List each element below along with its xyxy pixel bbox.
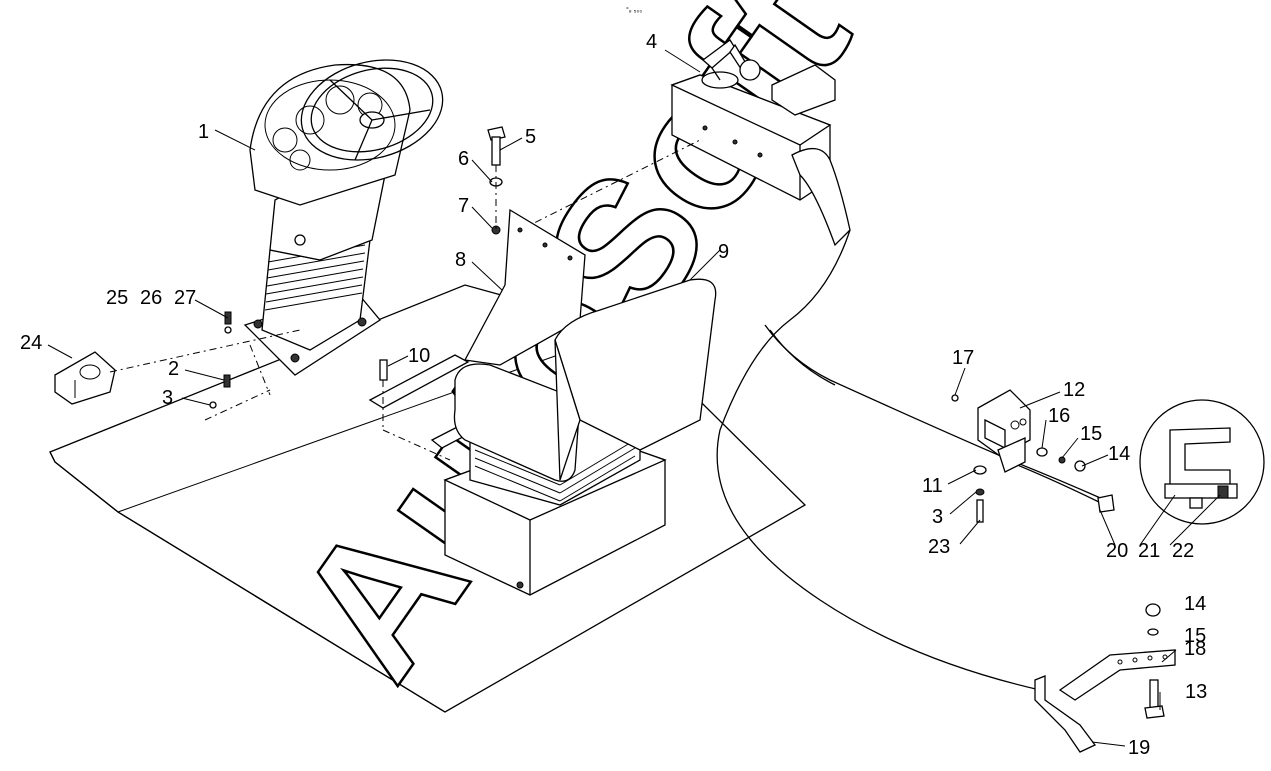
label-16: 16 xyxy=(1048,405,1070,427)
parts-5-6-7-bolt-washer-nut xyxy=(487,126,506,235)
label-14a: 14 xyxy=(1108,443,1130,465)
label-1: 1 xyxy=(198,121,209,143)
label-13: 13 xyxy=(1185,681,1207,703)
label-18: 18 xyxy=(1184,638,1206,660)
label-3: 3 xyxy=(162,387,173,409)
label-15b: 15 xyxy=(1184,625,1206,647)
label-10: 10 xyxy=(408,345,430,367)
part-1-steering-column xyxy=(243,59,444,376)
label-26: 26 xyxy=(140,287,162,309)
part-24-bracket xyxy=(54,351,116,405)
part-4-control-box xyxy=(670,39,851,247)
label-12: 12 xyxy=(1063,379,1085,401)
detail-callout-20-22 xyxy=(1097,399,1265,525)
label-15a: 15 xyxy=(1080,423,1102,445)
label-23: 23 xyxy=(928,536,950,558)
part-labels: 1 2 3 4 5 6 7 8 9 10 11 12 13 14 14 15 1… xyxy=(20,31,1207,759)
label-4: 4 xyxy=(646,31,657,53)
label-7: 7 xyxy=(458,195,469,217)
label-20: 20 xyxy=(1106,540,1128,562)
header-mark: °₈ ₅₀₀ xyxy=(626,6,642,14)
leader-lines xyxy=(47,49,1221,747)
label-9: 9 xyxy=(718,241,729,263)
parts-11-17-fasteners xyxy=(951,394,1086,523)
parts-18-19-lever xyxy=(1034,603,1176,753)
label-5: 5 xyxy=(525,126,536,148)
label-3b: 3 xyxy=(932,506,943,528)
label-14b: 14 xyxy=(1184,593,1206,615)
label-6: 6 xyxy=(458,148,469,170)
label-17: 17 xyxy=(952,347,974,369)
label-24: 24 xyxy=(20,332,42,354)
label-25: 25 xyxy=(106,287,128,309)
label-19: 19 xyxy=(1128,737,1150,759)
part-8-plate xyxy=(463,208,586,366)
label-21: 21 xyxy=(1138,540,1160,562)
label-8: 8 xyxy=(455,249,466,271)
label-2: 2 xyxy=(168,358,179,380)
label-27: 27 xyxy=(174,287,196,309)
part-12-bracket xyxy=(977,389,1031,473)
control-cables xyxy=(716,229,1106,691)
part-9-seat xyxy=(443,278,717,596)
label-22: 22 xyxy=(1172,540,1194,562)
label-11: 11 xyxy=(922,475,943,497)
